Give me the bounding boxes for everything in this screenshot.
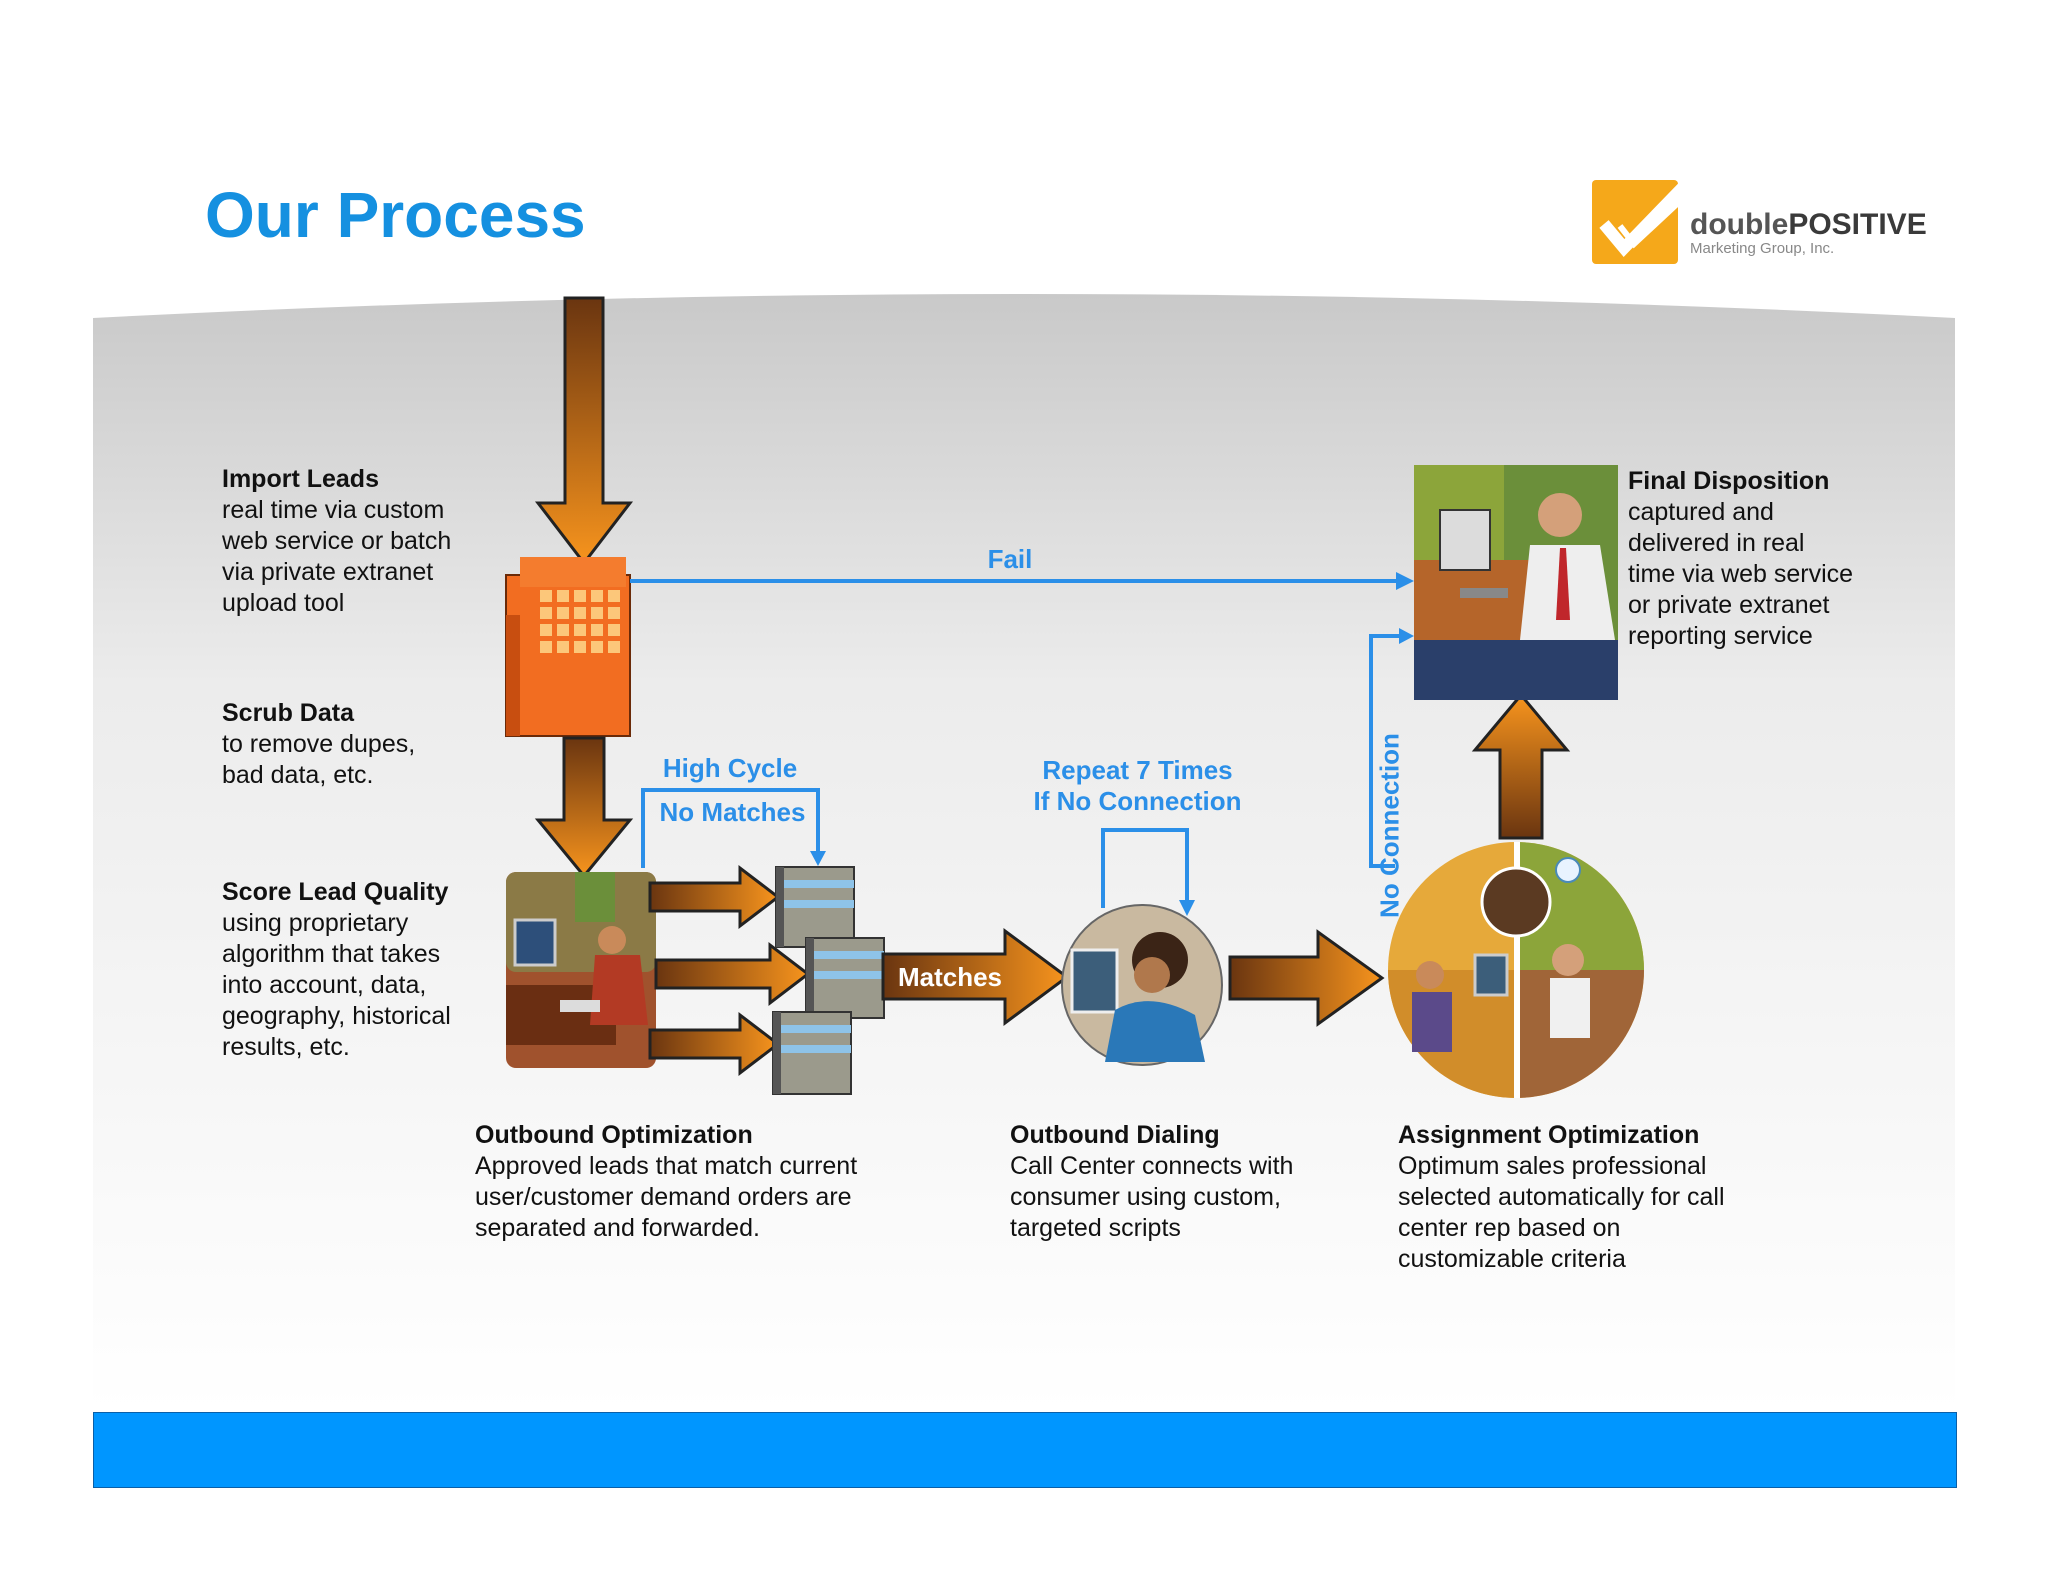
manager-photo-icon bbox=[1414, 465, 1618, 700]
logo-subtitle: Marketing Group, Inc. bbox=[1690, 240, 1835, 257]
no-connection-loop bbox=[1369, 628, 1414, 868]
step-final: Final Disposition captured and delivered… bbox=[1628, 466, 1928, 652]
step-scrub-body: to remove dupes, bad data, etc. bbox=[222, 730, 416, 789]
step-assignment-body: Optimum sales professional selected auto… bbox=[1398, 1152, 1725, 1273]
step-outbound-dialing: Outbound Dialing Call Center connects wi… bbox=[1010, 1120, 1370, 1244]
repeat-label: Repeat 7 Times If No Connection bbox=[1033, 755, 1242, 816]
no-matches-label: No Matches bbox=[659, 797, 806, 827]
step-outbound-optimization-body: Approved leads that match current user/c… bbox=[475, 1152, 858, 1242]
step-score-heading: Score Lead Quality bbox=[222, 878, 449, 906]
step-outbound-dialing-heading: Outbound Dialing bbox=[1010, 1121, 1220, 1149]
repeat-loop bbox=[1101, 828, 1195, 916]
call-agent-icon bbox=[1061, 904, 1223, 1066]
import-arrow bbox=[534, 296, 634, 566]
logo-name-suffix: POSITIVE bbox=[1788, 208, 1927, 241]
no-connection-label: No Connection bbox=[1374, 733, 1405, 918]
step-outbound-optimization-heading: Outbound Optimization bbox=[475, 1121, 753, 1149]
step-scrub-heading: Scrub Data bbox=[222, 699, 354, 727]
no-matches-loop bbox=[641, 788, 826, 868]
scrub-arrow bbox=[534, 736, 634, 879]
step-outbound-dialing-body: Call Center connects with consumer using… bbox=[1010, 1152, 1294, 1242]
step-import-heading: Import Leads bbox=[222, 465, 379, 493]
footer-bar bbox=[93, 1412, 1957, 1488]
server-stack-icon bbox=[772, 866, 885, 1095]
fail-label: Fail bbox=[987, 544, 1033, 574]
step-scrub: Scrub Data to remove dupes, bad data, et… bbox=[222, 698, 482, 791]
step-final-body: captured and delivered in real time via … bbox=[1628, 498, 1854, 650]
high-cycle-label: High Cycle bbox=[662, 753, 798, 783]
logo-checkmark-icon bbox=[1592, 178, 1697, 264]
dial-to-assignment-arrow bbox=[1228, 929, 1385, 1027]
building-icon bbox=[505, 557, 631, 737]
assignment-to-final-arrow bbox=[1471, 692, 1571, 840]
step-import-body: real time via custom web service or batc… bbox=[222, 496, 452, 617]
step-assignment: Assignment Optimization Optimum sales pr… bbox=[1398, 1120, 1798, 1275]
logo-name-prefix: double bbox=[1690, 208, 1789, 241]
step-assignment-heading: Assignment Optimization bbox=[1398, 1121, 1700, 1149]
step-score: Score Lead Quality using proprietary alg… bbox=[222, 877, 482, 1063]
step-final-heading: Final Disposition bbox=[1628, 467, 1830, 495]
company-logo: doublePOSITIVE Marketing Group, Inc. bbox=[1590, 178, 1927, 268]
matches-label: Matches bbox=[897, 962, 1003, 992]
matches-arrow bbox=[881, 928, 1070, 1026]
step-outbound-optimization: Outbound Optimization Approved leads tha… bbox=[475, 1120, 935, 1244]
fail-connector bbox=[630, 572, 1414, 590]
step-import: Import Leads real time via custom web se… bbox=[222, 464, 482, 619]
office-worker-icon bbox=[506, 872, 656, 1068]
routing-arrows bbox=[648, 864, 811, 1077]
team-circle-icon bbox=[1388, 842, 1644, 1098]
page-title: Our Process bbox=[205, 179, 586, 251]
step-score-body: using proprietary algorithm that takes i… bbox=[222, 909, 451, 1061]
